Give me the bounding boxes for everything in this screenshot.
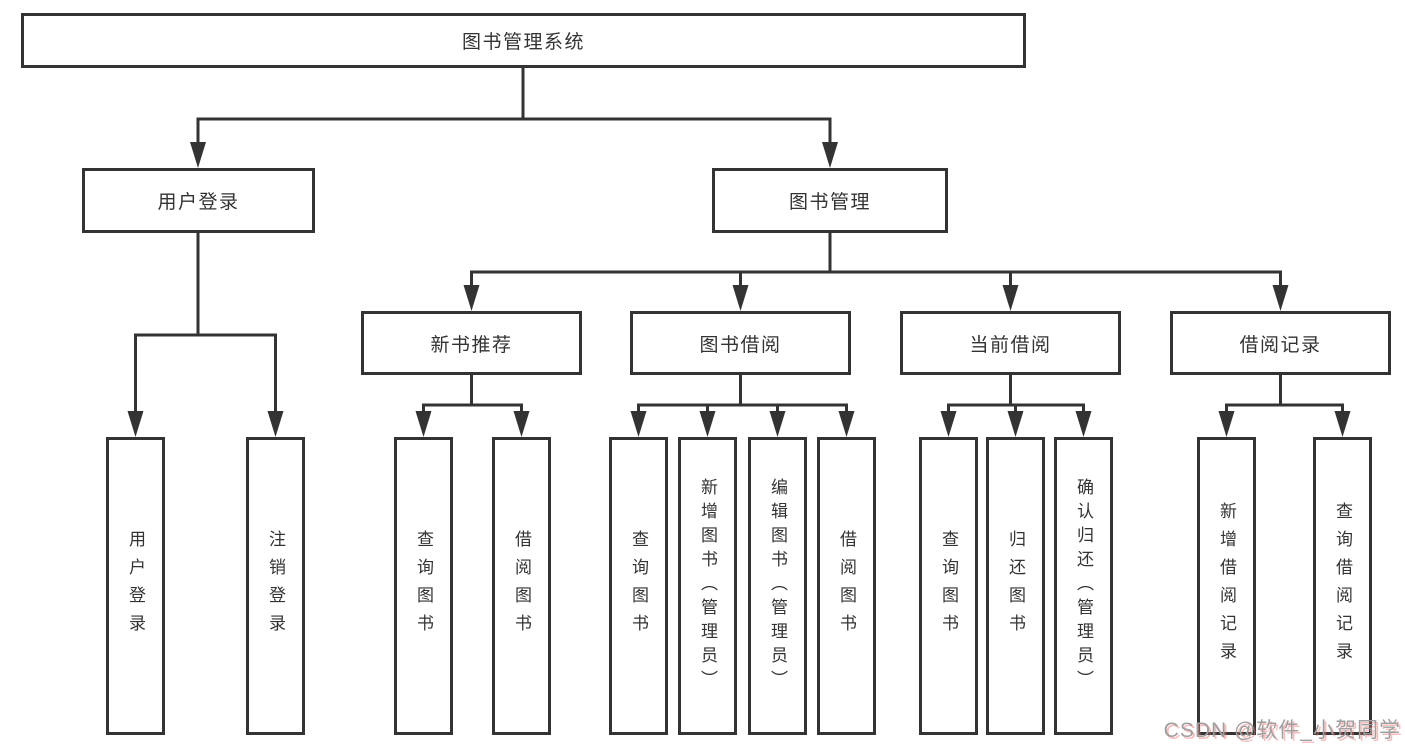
node-leaf-cb-return: 归还图书: [986, 437, 1045, 735]
node-label: 借阅记录: [1239, 334, 1322, 356]
node-leaf-user-login: 用户登录: [106, 437, 165, 735]
node-label: 新增图书（管理员）: [698, 478, 717, 694]
node-leaf-cb-confirm: 确认归还（管理员）: [1054, 437, 1113, 735]
watermark: CSDN @软件_小贺同学: [1163, 719, 1401, 742]
node-label: 归还图书: [1006, 530, 1025, 642]
node-label: 借阅图书: [837, 530, 856, 642]
node-root: 图书管理系统: [21, 13, 1026, 68]
edge-userlogin-to-leaves: [134, 231, 277, 418]
arrowhead: [463, 285, 480, 311]
arrowhead: [630, 411, 647, 437]
node-borrow-record: 借阅记录: [1170, 311, 1391, 375]
arrowhead: [732, 285, 749, 311]
arrowhead: [1075, 411, 1092, 437]
node-label: 新增借阅记录: [1217, 502, 1236, 670]
node-label: 查询图书: [629, 530, 648, 642]
arrowhead: [127, 411, 144, 437]
node-label: 借阅图书: [512, 530, 531, 642]
node-label: 注销登录: [266, 530, 285, 642]
edge-newbookrec-to-leaves: [422, 373, 523, 418]
edge-bookmgmt-to-level3: [470, 231, 1282, 292]
node-label: 编辑图书（管理员）: [768, 478, 787, 694]
arrowhead: [940, 411, 957, 437]
node-label: 图书管理: [788, 192, 871, 213]
edge-currentborrow-to-leaves: [947, 373, 1085, 418]
node-current-borrow: 当前借阅: [900, 311, 1121, 375]
node-leaf-bb-edit: 编辑图书（管理员）: [748, 437, 807, 735]
arrowhead: [699, 411, 716, 437]
node-leaf-bb-query: 查询图书: [609, 437, 668, 735]
node-book-borrow: 图书借阅: [630, 311, 851, 375]
arrowhead: [838, 411, 855, 437]
node-label: 查询图书: [939, 530, 958, 642]
node-label: 查询借阅记录: [1333, 502, 1352, 670]
arrowhead: [190, 142, 206, 168]
node-label: 确认归还（管理员）: [1074, 478, 1093, 694]
edge-borrowrecord-to-leaves: [1225, 373, 1344, 418]
arrowhead: [1002, 285, 1019, 311]
node-leaf-nr-query: 查询图书: [394, 437, 453, 735]
arrowhead: [1334, 411, 1351, 437]
arrowheads: [127, 142, 1351, 437]
node-leaf-nr-borrow: 借阅图书: [492, 437, 551, 735]
edge-bookborrow-to-leaves: [637, 373, 848, 418]
arrowhead: [1272, 285, 1289, 311]
node-label: 查询图书: [414, 530, 433, 642]
node-label: 用户登录: [157, 192, 240, 213]
node-leaf-bb-borrow: 借阅图书: [817, 437, 876, 735]
node-label: 图书管理系统: [461, 32, 585, 53]
node-label: 新书推荐: [430, 334, 513, 356]
arrowhead: [769, 411, 786, 437]
node-book-mgmt: 图书管理: [712, 168, 948, 233]
arrowhead: [1218, 411, 1235, 437]
arrowhead: [267, 411, 284, 437]
arrowhead: [822, 142, 838, 168]
arrowhead: [1007, 411, 1024, 437]
node-label: 用户登录: [126, 530, 145, 642]
node-leaf-br-query: 查询借阅记录: [1313, 437, 1372, 735]
node-leaf-br-add: 新增借阅记录: [1197, 437, 1256, 735]
node-label: 当前借阅: [969, 334, 1052, 356]
node-leaf-bb-add: 新增图书（管理员）: [678, 437, 737, 735]
node-leaf-cb-query: 查询图书: [919, 437, 978, 735]
arrowhead: [513, 411, 530, 437]
node-leaf-logout: 注销登录: [246, 437, 305, 735]
node-new-book-rec: 新书推荐: [361, 311, 582, 375]
node-user-login: 用户登录: [82, 168, 315, 233]
node-label: 图书借阅: [699, 334, 782, 356]
arrowhead: [415, 411, 432, 437]
edge-root-to-level2: [196, 66, 832, 149]
